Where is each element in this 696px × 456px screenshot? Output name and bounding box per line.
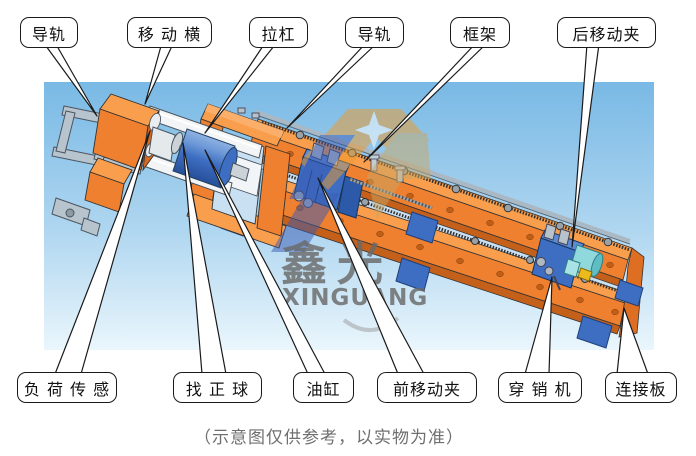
pin-inserter-motor — [563, 244, 604, 282]
label-moving-crossbeam: 移 动 横 — [127, 17, 212, 48]
label-connection-plate: 连接板 — [605, 372, 677, 403]
watermark-en: XINGUANG — [282, 285, 429, 311]
label-rear-moving-clamp: 后移动夹 — [557, 17, 656, 48]
label-pull-rod: 拉杠 — [249, 17, 308, 48]
label-alignment-ball: 找 正 球 — [173, 372, 262, 403]
label-guide-rail-left: 导轨 — [20, 17, 78, 48]
label-load-sensor: 负 荷 传 感 — [17, 372, 117, 403]
moving-crossbeam — [84, 93, 162, 213]
label-front-moving-clamp: 前移动夹 — [377, 372, 477, 403]
oil-cylinder — [172, 128, 250, 189]
label-oil-cylinder: 油缸 — [293, 372, 354, 403]
rear-moving-clamp — [531, 223, 585, 291]
label-frame: 框架 — [450, 17, 510, 48]
label-pin-inserter: 穿 销 机 — [498, 372, 582, 403]
bed-guide-rail — [255, 110, 631, 245]
connection-plate-feet — [614, 279, 644, 307]
caption: （示意图仅供参考，以实物为准） — [194, 428, 464, 448]
label-guide-rail-right: 导轨 — [345, 17, 404, 48]
